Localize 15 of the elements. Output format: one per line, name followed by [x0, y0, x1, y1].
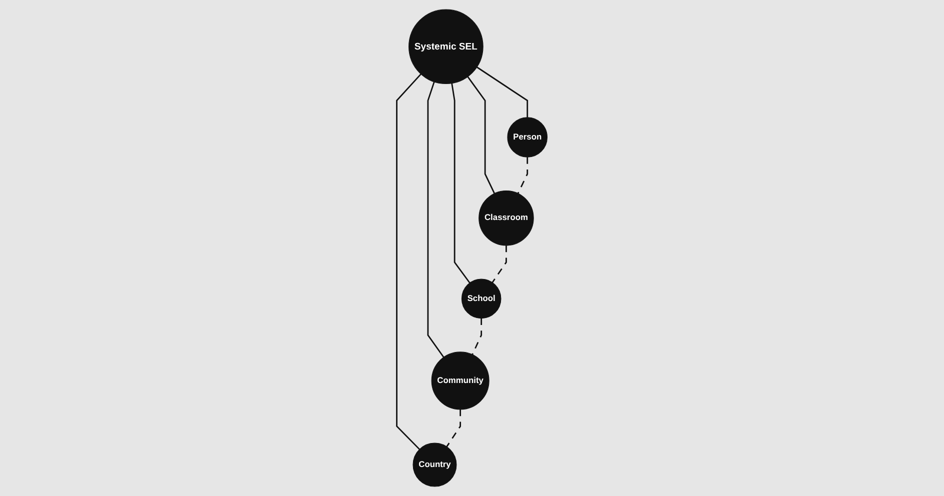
- node-circle: School: [461, 278, 502, 319]
- node-circle: Systemic SEL: [408, 9, 484, 84]
- node-circle: Community: [431, 352, 490, 410]
- connector: [446, 409, 462, 448]
- connector: [517, 157, 528, 194]
- node-circle: Classroom: [478, 190, 534, 246]
- node-circle: Person: [507, 117, 548, 158]
- connector: [472, 318, 482, 355]
- node-circle: Country: [412, 442, 457, 487]
- connector: [492, 245, 507, 283]
- connector: [427, 82, 444, 358]
- connector: [467, 76, 496, 194]
- connector: [476, 66, 528, 118]
- connector: [451, 83, 470, 284]
- connector: [396, 74, 422, 450]
